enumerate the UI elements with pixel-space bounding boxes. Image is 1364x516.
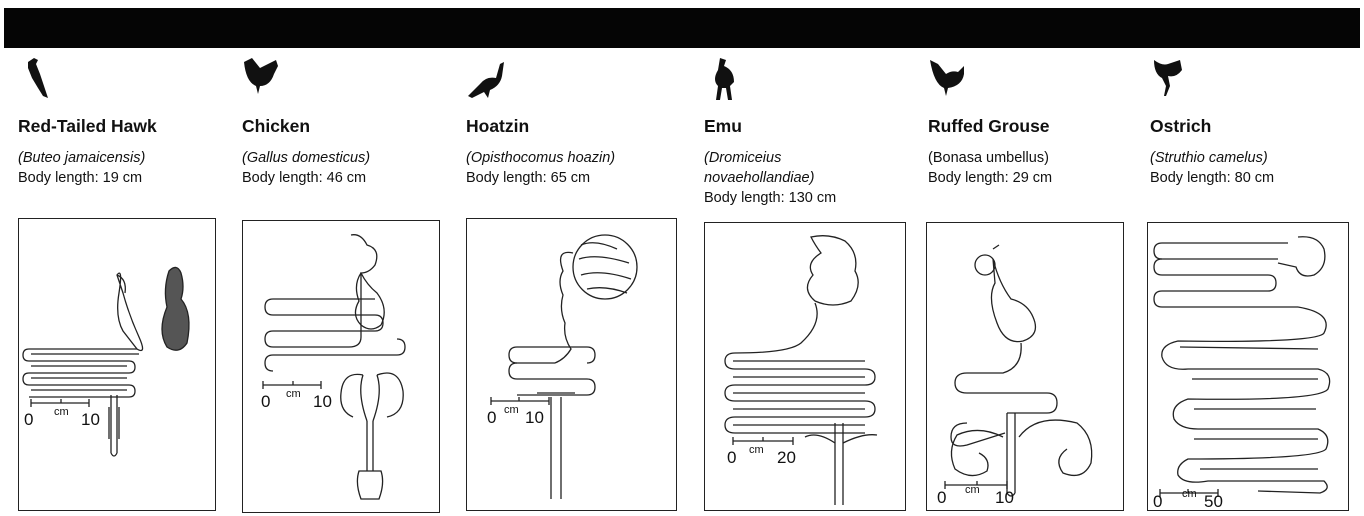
- body-length: Body length: 80 cm: [1150, 168, 1274, 188]
- scientific-name: (Bonasa umbellus) Body length: 29 cm: [928, 148, 1052, 188]
- scale-start: 0: [24, 411, 33, 428]
- scientific-name: (Gallus domesticus) Body length: 46 cm: [242, 148, 370, 188]
- bird-name: Ruffed Grouse: [928, 116, 1050, 137]
- scientific-name: (Buteo jamaicensis) Body length: 19 cm: [18, 148, 145, 188]
- digestive-tract-panel: 0 cm 10: [466, 218, 677, 511]
- scale-unit: cm: [1182, 489, 1197, 500]
- body-length: Body length: 65 cm: [466, 168, 615, 188]
- bird-column-ostrich: Ostrich (Struthio camelus) Body length: …: [1150, 56, 1355, 511]
- scale-unit: cm: [54, 407, 69, 418]
- scale-end: 50: [1204, 493, 1223, 510]
- chicken-silhouette-icon: [242, 56, 282, 100]
- scale-end: 10: [995, 489, 1014, 506]
- bird-name: Hoatzin: [466, 116, 529, 137]
- hoatzin-silhouette-icon: [466, 56, 506, 100]
- bird-name: Red-Tailed Hawk: [18, 116, 157, 137]
- ostrich-silhouette-icon: [1150, 56, 1190, 100]
- scale-end: 10: [313, 393, 332, 410]
- scale-unit: cm: [749, 445, 764, 456]
- body-length: Body length: 46 cm: [242, 168, 370, 188]
- digestive-tract-panel: 0 cm 10: [242, 220, 440, 513]
- bird-name: Chicken: [242, 116, 310, 137]
- scale-unit: cm: [504, 405, 519, 416]
- scale-unit: cm: [286, 389, 301, 400]
- scale-end: 10: [81, 411, 100, 428]
- body-length: Body length: 19 cm: [18, 168, 145, 188]
- body-length: Body length: 29 cm: [928, 168, 1052, 188]
- scientific-name: (Dromiceius novaehollandiae) Body length…: [704, 148, 836, 208]
- scale-start: 0: [727, 449, 736, 466]
- body-length: Body length: 130 cm: [704, 188, 836, 208]
- scale-start: 0: [261, 393, 270, 410]
- bird-column-emu: Emu (Dromiceius novaehollandiae) Body le…: [704, 56, 909, 511]
- bird-column-hoatzin: Hoatzin (Opisthocomus hoazin) Body lengt…: [466, 56, 671, 511]
- bird-name: Emu: [704, 116, 742, 137]
- scale-end: 10: [525, 409, 544, 426]
- bird-column-grouse: Ruffed Grouse (Bonasa umbellus) Body len…: [928, 56, 1133, 511]
- header-bar: [4, 8, 1360, 48]
- hawk-silhouette-icon: [18, 56, 58, 100]
- digestive-tract-panel: 0 cm 50: [1147, 222, 1349, 511]
- digestive-tract-panel: 0 cm 20: [704, 222, 906, 511]
- scale-start: 0: [1153, 493, 1162, 510]
- scale-unit: cm: [965, 485, 980, 496]
- bird-column-chicken: Chicken (Gallus domesticus) Body length:…: [242, 56, 447, 511]
- scientific-name: (Opisthocomus hoazin) Body length: 65 cm: [466, 148, 615, 188]
- scale-start: 0: [487, 409, 496, 426]
- scale-end: 20: [777, 449, 796, 466]
- digestive-tract-panel: 0 cm 10: [18, 218, 216, 511]
- grouse-silhouette-icon: [928, 56, 968, 100]
- digestive-tract-panel: 0 cm 10: [926, 222, 1124, 511]
- bird-name: Ostrich: [1150, 116, 1211, 137]
- scale-start: 0: [937, 489, 946, 506]
- bird-column-hawk: Red-Tailed Hawk (Buteo jamaicensis) Body…: [18, 56, 223, 511]
- emu-silhouette-icon: [704, 56, 744, 100]
- scientific-name: (Struthio camelus) Body length: 80 cm: [1150, 148, 1274, 188]
